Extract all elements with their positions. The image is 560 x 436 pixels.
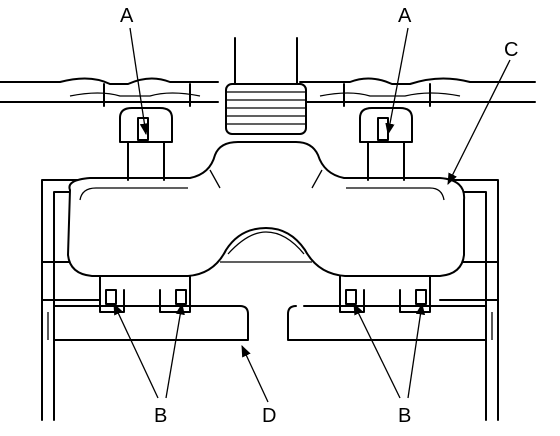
callout-b-right: B (398, 405, 411, 427)
left-upper-clamp (103, 83, 191, 181)
top-panel (0, 77, 536, 103)
callout-a-left: A (120, 5, 134, 27)
callout-leaders (113, 27, 511, 403)
corrugated-hose (225, 83, 307, 135)
callout-d: D (262, 405, 276, 427)
lower-mount-studs (99, 275, 431, 313)
callout-b-left: B (154, 405, 167, 427)
callout-a-right: A (398, 5, 412, 27)
right-upper-clamp (343, 83, 431, 181)
lower-pipes (53, 305, 487, 341)
upper-pipe-lines (234, 37, 298, 89)
callout-c: C (504, 39, 518, 61)
resonator-chamber (67, 141, 466, 277)
